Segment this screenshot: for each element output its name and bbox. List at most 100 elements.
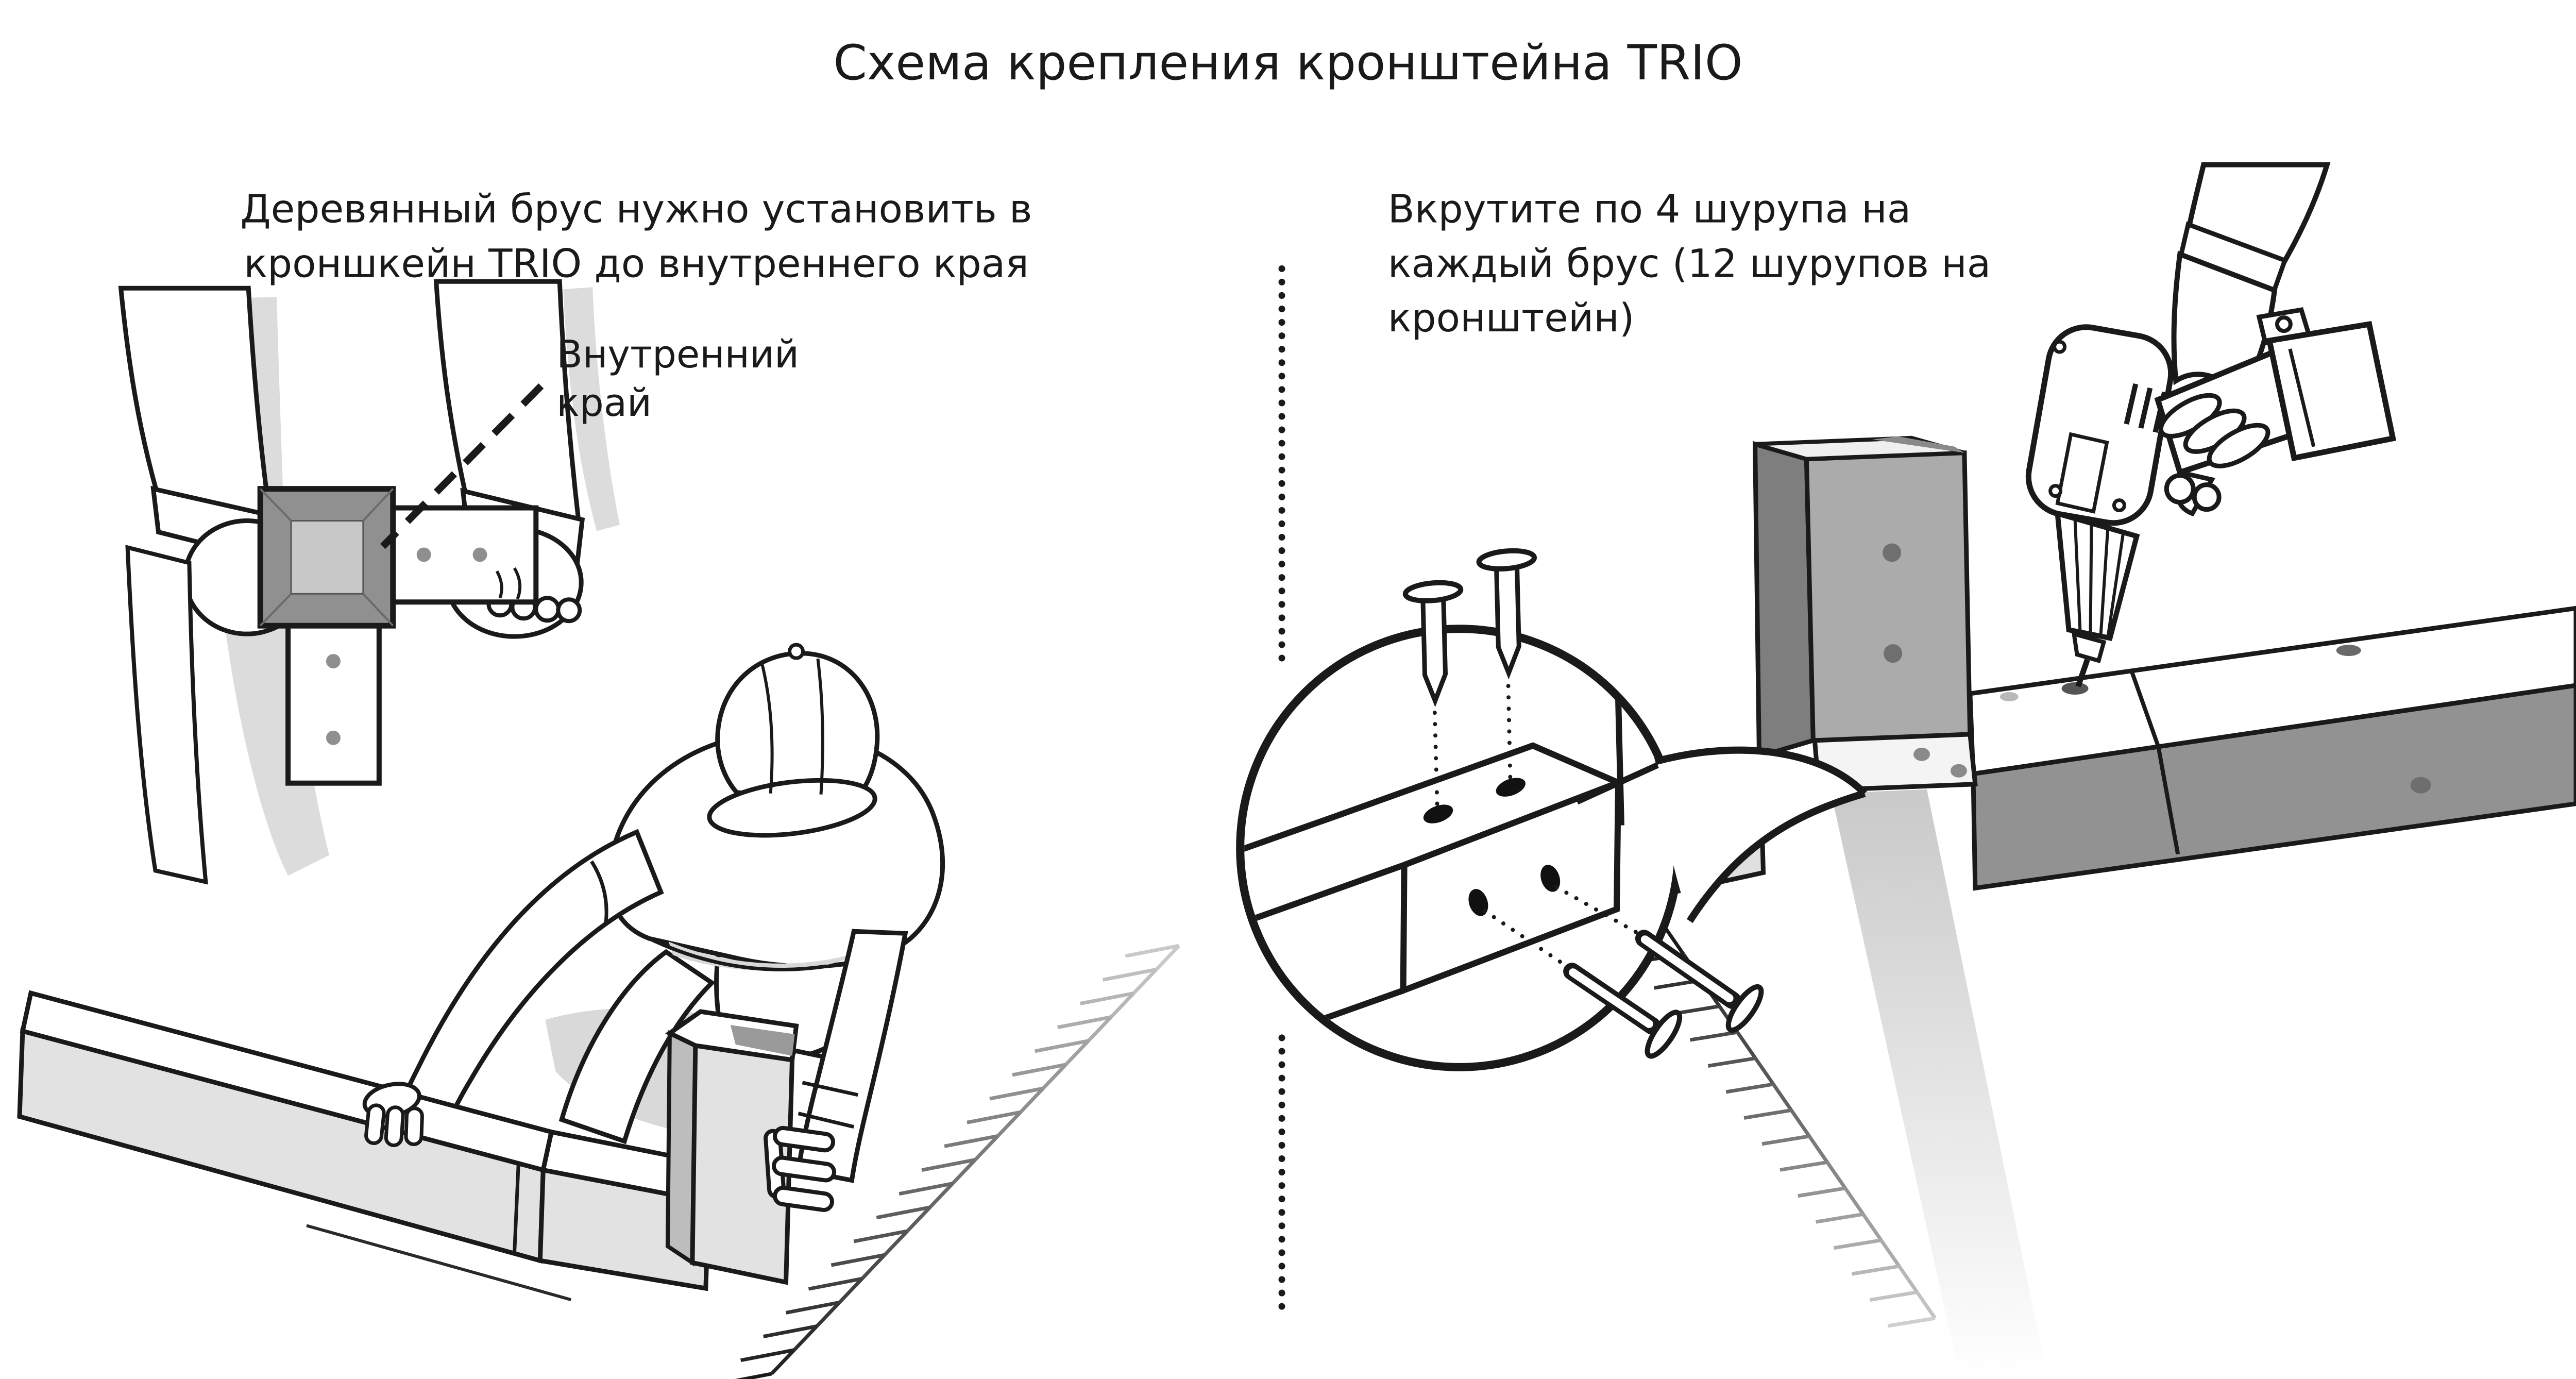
deck-edge-line	[974, 1134, 999, 1161]
cap-brim	[707, 778, 877, 838]
hatch-tick	[1035, 1039, 1089, 1053]
bracket-drilling-illustration	[1670, 162, 2576, 1378]
cap-button	[788, 643, 805, 660]
hatch-tick	[1869, 1290, 1918, 1302]
kneeling-installer-illustration	[17, 643, 1180, 1379]
left-thigh	[558, 949, 716, 1145]
screw-hole	[416, 547, 431, 562]
hatch-tick	[1887, 1316, 1936, 1328]
beam-front-face	[1971, 683, 2576, 891]
cuff-lines	[798, 1081, 859, 1129]
fingertip	[2192, 482, 2222, 512]
deck-edge-line	[815, 1301, 841, 1327]
fingertip	[2164, 473, 2196, 505]
screw-hole	[326, 654, 341, 669]
sleeve-hem	[590, 860, 608, 922]
right-hand-on-post	[764, 1125, 836, 1212]
screw-hole	[1950, 764, 1967, 778]
screw-head	[1402, 580, 1464, 603]
callout-line2: край	[556, 381, 652, 425]
screw-hole-side	[1540, 865, 1561, 892]
hatch-tick	[1079, 991, 1134, 1005]
deck-edge-line	[906, 1206, 931, 1233]
deck-edge-line	[951, 1158, 977, 1185]
cap-crown	[715, 651, 880, 806]
screw-vertical-left	[1402, 580, 1464, 708]
column-front-face	[1804, 450, 1973, 743]
hatch-tick	[1689, 1030, 1738, 1042]
beam-top-edges	[1244, 742, 1626, 928]
drill-chuck	[2054, 510, 2140, 641]
screw-hole	[1884, 644, 1903, 663]
bracket-in-hands-illustration	[118, 279, 620, 885]
finger	[364, 1103, 386, 1145]
hatch-tick	[944, 1134, 998, 1148]
left-panel: Деревянный брус нужно установить в кронш…	[17, 186, 1180, 1379]
hatch-tick	[1798, 1186, 1846, 1198]
callout-leader-line	[380, 383, 544, 549]
arm-shadow	[563, 287, 620, 531]
drill-bit	[2075, 659, 2090, 687]
hatch-tick	[1125, 944, 1179, 958]
screw-shaft	[1569, 968, 1653, 1028]
detail-bubble	[1236, 548, 1868, 1071]
hatch-tick	[1725, 1082, 1774, 1094]
bubble-tail-bottom	[1686, 789, 1866, 923]
deck-edge-line	[860, 1253, 886, 1280]
hatch-tick	[808, 1276, 862, 1291]
screw-diagonal-upper	[1635, 930, 1764, 1033]
hatch-tick	[967, 1110, 1021, 1124]
hatch-tick	[899, 1182, 953, 1196]
fingertip	[534, 596, 561, 623]
page-title: Схема крепления кронштейна TRIO	[833, 35, 1742, 91]
deck-edge-line	[838, 1277, 863, 1304]
deck-edge-line	[1019, 1087, 1045, 1114]
bracket-side-plate	[389, 505, 539, 605]
hatch-tick	[1057, 1015, 1112, 1030]
fingertips	[486, 591, 582, 624]
left-forearm	[118, 285, 273, 522]
left-instruction-line1: Деревянный брус нужно установить в	[240, 186, 1032, 231]
bracket-socket-inner-face	[290, 520, 364, 595]
finger	[2207, 423, 2270, 468]
post-top-inner	[730, 1024, 795, 1056]
deck-edge-line	[1807, 1135, 1829, 1164]
deck-edge-line	[1042, 1063, 1067, 1090]
right-instruction-line1: Вкрутите по 4 шурупа на	[1388, 186, 1911, 231]
deck-edge-line	[1843, 1187, 1865, 1216]
hatch-tick	[1761, 1134, 1810, 1146]
beam-seam	[512, 1163, 520, 1255]
column-top-inner	[1872, 436, 1964, 453]
screw-head	[1476, 548, 1537, 571]
deck-edge-line	[1916, 1291, 1937, 1320]
pilot-hole	[2336, 645, 2361, 657]
hatch-tick	[1707, 1056, 1756, 1068]
screw-hole	[1883, 543, 1902, 562]
chuck-collet	[2071, 631, 2107, 664]
left-instruction-line2: кроншкейн TRIO до внутреннего края	[244, 241, 1029, 286]
deck-edge-line	[1879, 1239, 1901, 1268]
hatch-tick	[1816, 1212, 1864, 1224]
deck-edge-line	[1772, 1083, 1793, 1112]
screw-shaft	[1494, 559, 1521, 680]
hatch-tick	[1851, 1264, 1900, 1276]
hatch-tick	[1780, 1160, 1828, 1172]
hatch-tick	[921, 1158, 976, 1172]
hatch-tick	[762, 1324, 818, 1338]
baseball-cap	[707, 643, 880, 838]
housing-screw	[2053, 340, 2067, 354]
beam-seam	[2129, 670, 2180, 855]
hatch-tick	[1102, 967, 1157, 982]
finger	[384, 1105, 405, 1148]
screw-guide-dots	[1506, 678, 1513, 779]
battery-ear-hole	[2275, 315, 2293, 333]
screw-hole	[326, 730, 341, 745]
drill-motor-body	[2025, 324, 2174, 526]
finger	[772, 1185, 835, 1212]
deck-edge-line	[1132, 968, 1158, 995]
screw-vertical-right	[1476, 548, 1537, 680]
column-side-face	[1752, 441, 1816, 760]
ground-line	[306, 1224, 572, 1301]
screw-shaft	[1640, 935, 1734, 1003]
